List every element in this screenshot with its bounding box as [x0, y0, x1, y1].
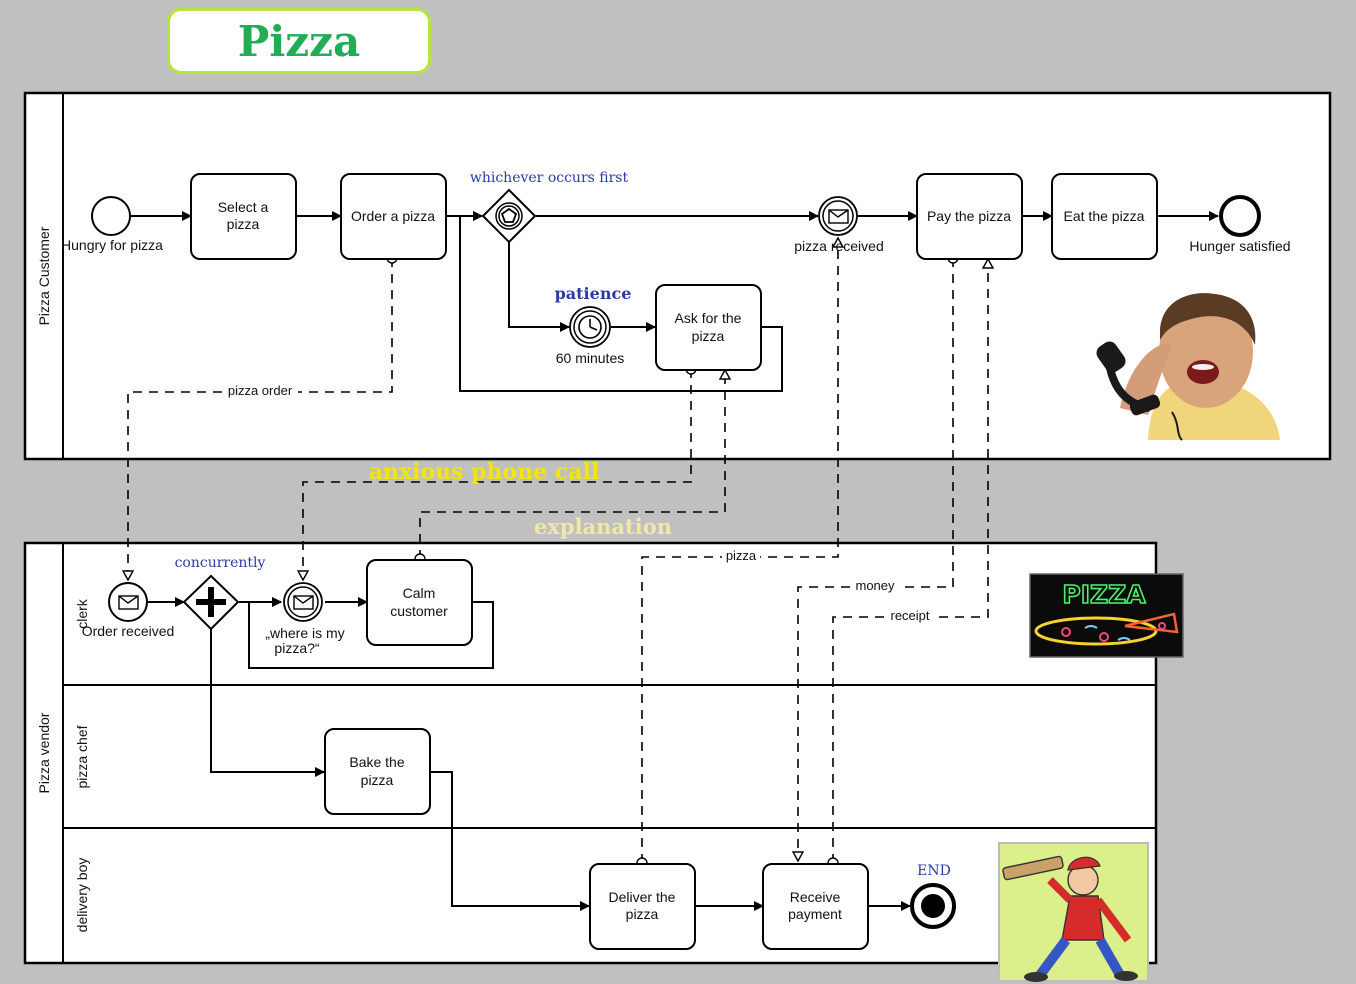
diagram-title: Pizza — [237, 16, 361, 66]
task-label: pizza — [626, 906, 659, 922]
pentagon-icon — [500, 207, 518, 223]
annotation-end: END — [917, 863, 951, 879]
task-label: Deliver the — [609, 889, 676, 905]
where-label-1: „where is my — [265, 625, 344, 641]
neon-sign-text: PIZZA — [1062, 580, 1146, 609]
task-label: payment — [788, 906, 842, 922]
pizza-received-label: pizza received — [794, 238, 884, 254]
where-label-2: pizza?“ — [274, 640, 319, 656]
message-start-event-order-received[interactable] — [108, 582, 148, 622]
task-label: pizza — [227, 216, 260, 232]
task-receive-payment[interactable]: Receive payment — [762, 863, 869, 950]
pool-label-customer: Pizza Customer — [36, 226, 52, 325]
lane-label-clerk: clerk — [74, 598, 90, 629]
diagram-title-box: Pizza — [167, 8, 431, 74]
start-event-label: Hungry for pizza — [61, 237, 163, 253]
sequence-flows-vendor — [148, 597, 911, 911]
message-label-pizza: pizza — [726, 548, 757, 563]
message-label-receipt: receipt — [890, 608, 929, 623]
task-pay-pizza[interactable]: Pay the pizza — [916, 173, 1023, 260]
task-label: Ask for the — [675, 310, 742, 326]
task-label: Calm — [403, 585, 436, 601]
task-label: pizza — [692, 328, 725, 344]
timer-event[interactable] — [569, 306, 611, 348]
terminate-end-event[interactable] — [910, 883, 956, 929]
order-received-label: Order received — [82, 623, 175, 639]
annotation-concurrently: concurrently — [175, 555, 266, 571]
message-label-pizza-order: pizza order — [228, 383, 293, 398]
task-calm-customer[interactable]: Calm customer — [366, 559, 473, 646]
event-based-gateway[interactable] — [481, 188, 537, 244]
end-event-hunger-satisfied[interactable] — [1219, 195, 1261, 237]
timer-label: 60 minutes — [556, 350, 624, 366]
task-select-pizza[interactable]: Select a pizza — [190, 173, 297, 260]
lane-label-chef: pizza chef — [74, 725, 90, 788]
task-label: Order a pizza — [351, 208, 435, 224]
task-eat-pizza[interactable]: Eat the pizza — [1051, 173, 1158, 260]
start-event-hungry[interactable] — [91, 196, 131, 236]
annotation-whichever: whichever occurs first — [470, 170, 629, 186]
task-label: Bake the — [349, 754, 404, 770]
message-label-money: money — [855, 578, 895, 593]
task-label: customer — [390, 603, 448, 619]
lane-label-delivery: delivery boy — [74, 858, 90, 933]
annotation-anxious-phone-call: anxious phone call — [369, 459, 600, 485]
annotation-explanation: explanation — [534, 514, 672, 539]
task-label: Pay the pizza — [927, 208, 1011, 224]
angry-customer-image — [1096, 293, 1280, 441]
task-bake-pizza[interactable]: Bake the pizza — [324, 728, 431, 815]
message-event-where-is-my-pizza[interactable] — [283, 582, 323, 622]
pool-label-vendor: Pizza vendor — [36, 712, 52, 793]
parallel-gateway[interactable] — [182, 574, 240, 631]
task-label: pizza — [361, 772, 394, 788]
task-ask-for-pizza[interactable]: Ask for the pizza — [655, 284, 762, 371]
task-label: Eat the pizza — [1064, 208, 1145, 224]
delivery-boy-image — [998, 842, 1149, 982]
message-event-pizza-received[interactable] — [818, 196, 858, 236]
task-label: Receive — [790, 889, 841, 905]
end-event-label: Hunger satisfied — [1189, 238, 1290, 254]
task-deliver-pizza[interactable]: Deliver the pizza — [589, 863, 696, 950]
task-order-pizza[interactable]: Order a pizza — [340, 173, 447, 260]
neon-pizza-sign-image: PIZZA — [1029, 573, 1184, 658]
annotation-patience: patience — [555, 284, 632, 303]
task-label: Select a — [218, 199, 269, 215]
